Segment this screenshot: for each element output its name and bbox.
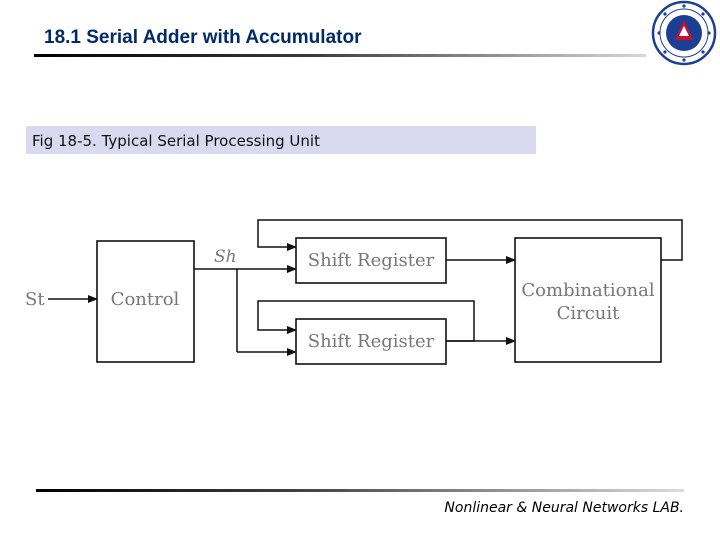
st-label: St [25,289,45,310]
page-title: 18.1 Serial Adder with Accumulator [44,27,362,48]
combinational-label-line1: Combinational [521,280,654,301]
combinational-feedback-arrow [257,219,683,261]
footer-lab-name: Nonlinear & Neural Networks LAB. [444,500,684,516]
university-seal-icon [651,0,717,66]
shift-register-top-label: Shift Register [308,250,435,271]
footer-divider [36,489,684,492]
combinational-circuit-block [514,237,662,363]
combinational-label-line2: Circuit [557,303,621,324]
figure-caption: Fig 18-5. Typical Serial Processing Unit [32,132,320,150]
shift-register-bottom-label: Shift Register [308,331,435,352]
sh-label: Sh [214,247,237,267]
control-label: Control [111,289,180,310]
bottom-register-loop-arrow [257,300,475,342]
title-divider [34,54,646,57]
figure-caption-box: Fig 18-5. Typical Serial Processing Unit [26,126,536,154]
